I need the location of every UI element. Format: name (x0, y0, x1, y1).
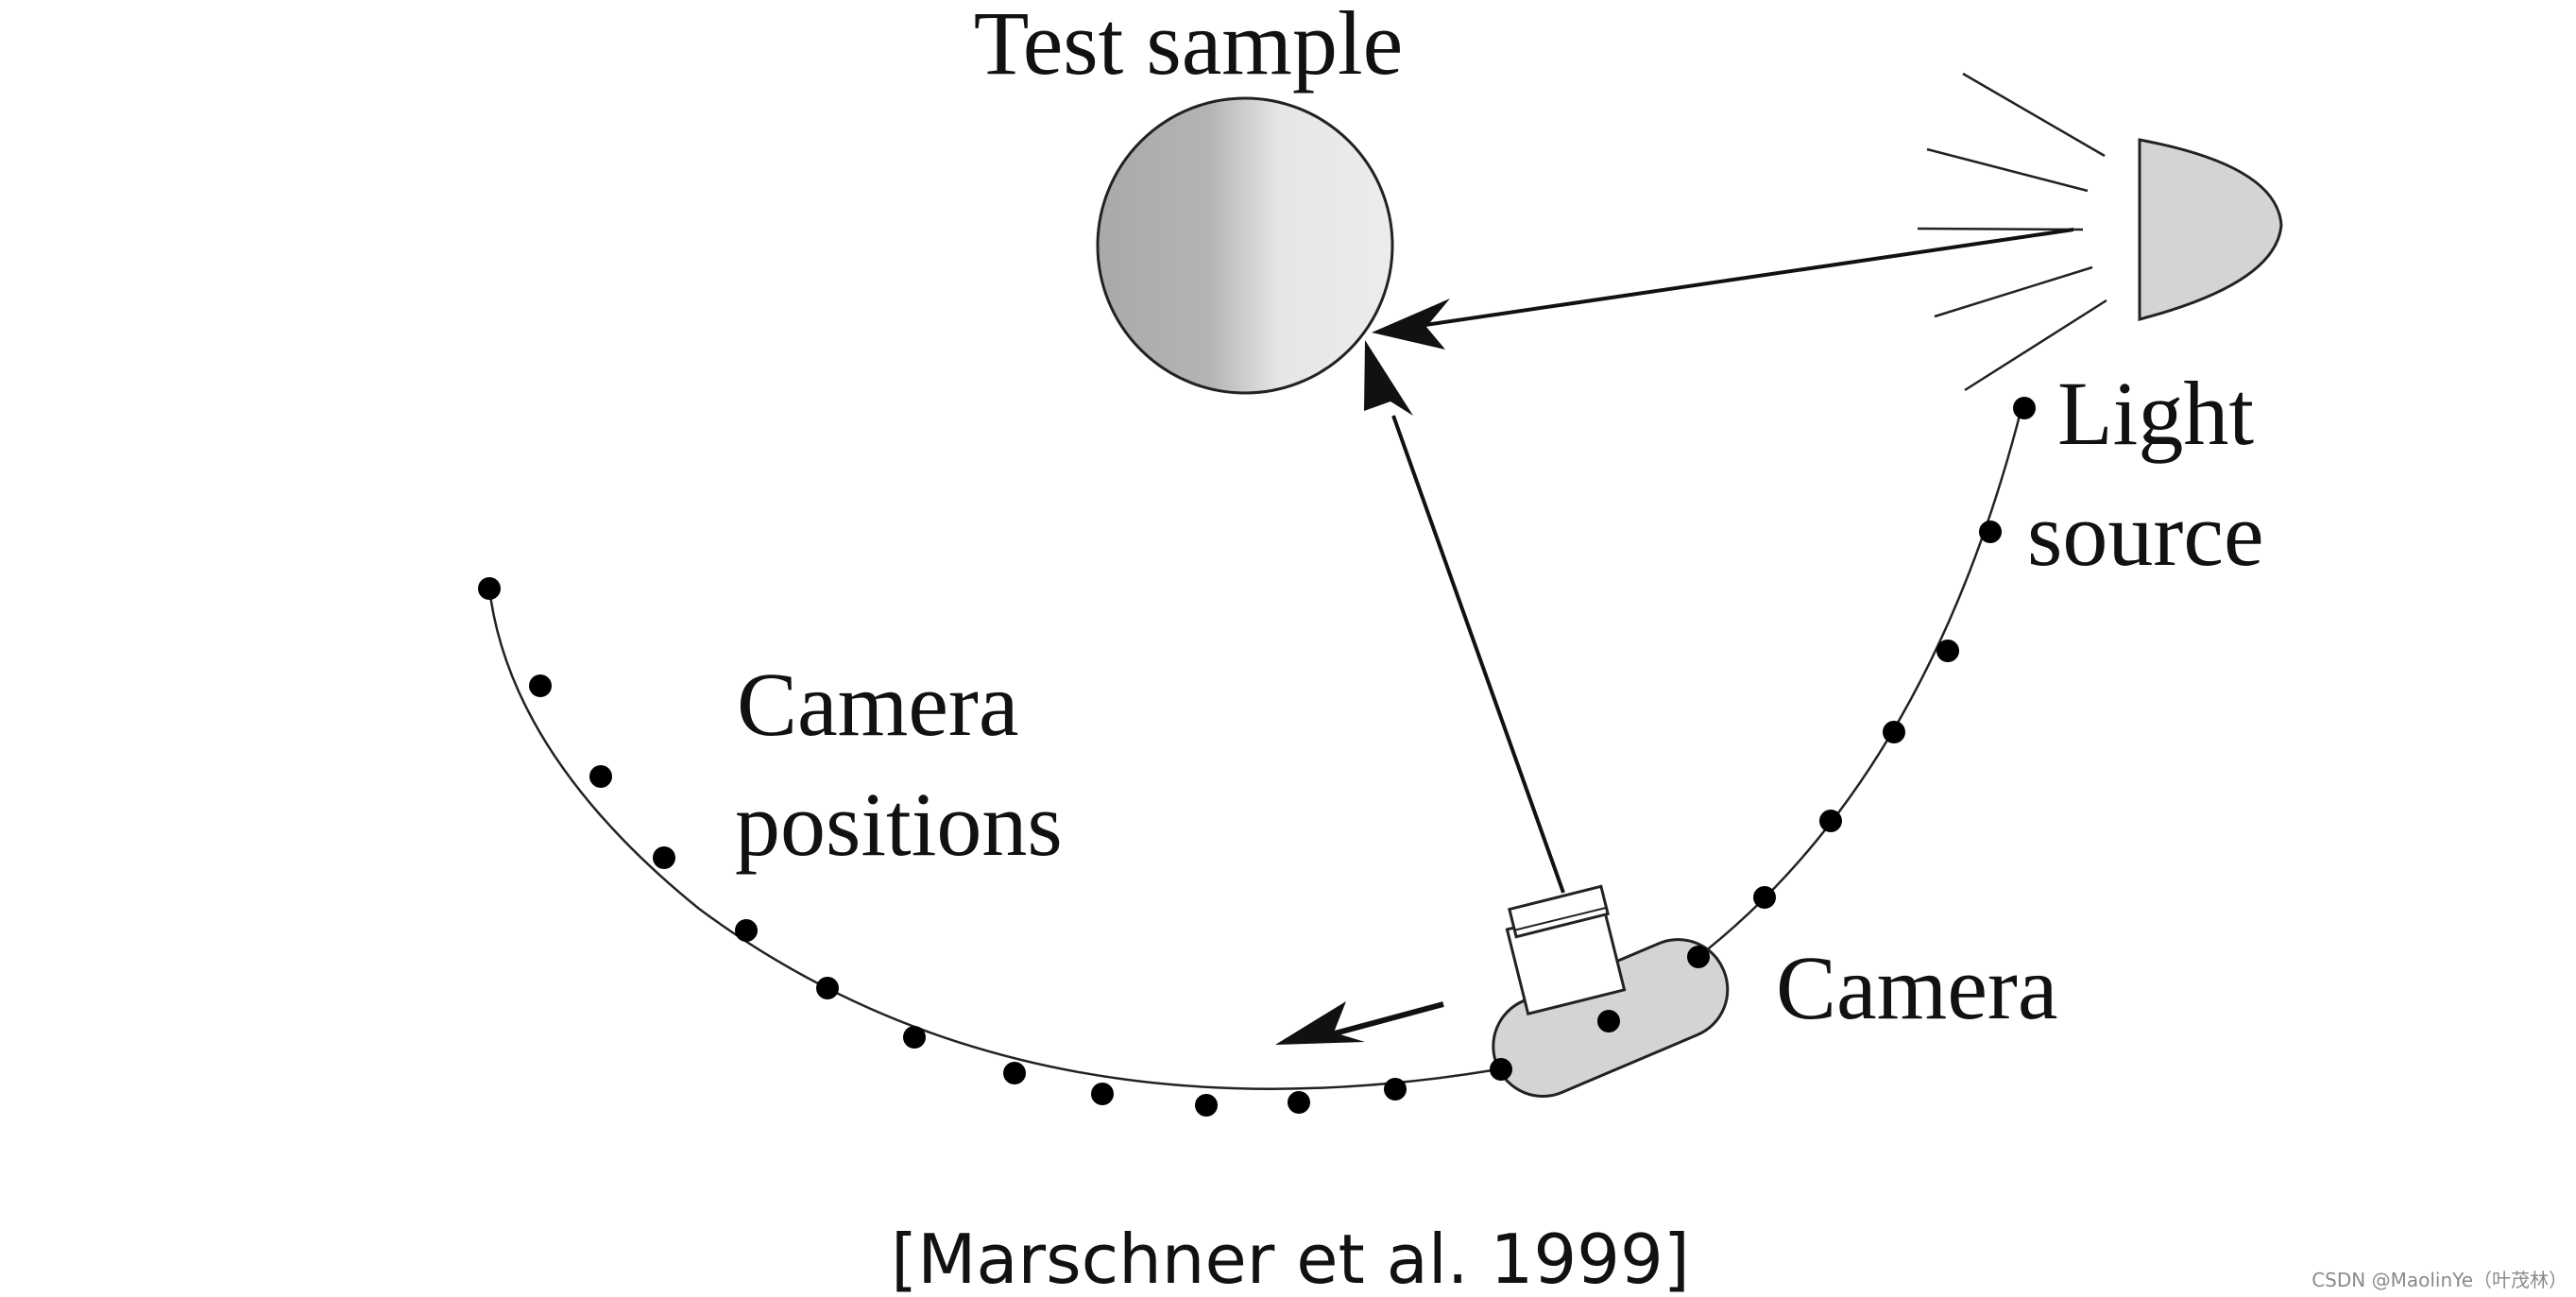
camera-position-dot (1003, 1062, 1026, 1084)
camera-lens-ring-line (1512, 907, 1607, 931)
camera-path-arc (487, 407, 2023, 1090)
camera-position-dot (1384, 1078, 1407, 1101)
camera-position-dots (478, 397, 2036, 1117)
camera-position-dot (589, 765, 612, 788)
light-ray (1964, 299, 2107, 392)
camera-device (1492, 884, 1730, 1098)
test-sample-label: Test sample (974, 0, 1404, 94)
camera-position-dot (735, 919, 758, 942)
camera-position-dot (903, 1026, 926, 1049)
camera-position-dot (1490, 1058, 1512, 1081)
camera-positions-label-line2: positions (735, 774, 1063, 875)
incident-light-arrow (1411, 228, 2074, 329)
camera-position-dot (1819, 810, 1842, 832)
camera-position-dot (478, 577, 501, 600)
camera-position-dot (653, 846, 675, 869)
camera-label: Camera (1776, 937, 2058, 1038)
test-sample-sphere (1096, 96, 1394, 395)
camera-current-position-dot (1597, 1010, 1620, 1032)
camera-position-dot (1288, 1091, 1310, 1114)
light-source-label-line1: Light (2057, 363, 2254, 464)
watermark: CSDN @MaolinYe（叶茂林） (2312, 1269, 2567, 1291)
incident-arrowhead (1372, 299, 1450, 350)
camera-position-dot (1195, 1094, 1218, 1117)
camera-position-dot (2013, 397, 2036, 419)
light-source-lamp (2138, 138, 2283, 321)
camera-position-dot (1753, 886, 1776, 909)
camera-position-dot (1091, 1083, 1114, 1105)
citation: [Marschner et al. 1999] (891, 1220, 1690, 1297)
light-ray (1917, 227, 2084, 231)
camera-position-dot (529, 674, 552, 697)
camera-position-dot (1883, 721, 1905, 743)
camera-view-arrow (1391, 415, 1565, 894)
camera-position-dot (1979, 521, 2002, 543)
camera-position-dot (1687, 946, 1710, 968)
motion-arrowhead (1275, 1001, 1365, 1045)
camera-position-dot (816, 977, 839, 999)
camera-positions-label-line1: Camera (737, 654, 1019, 755)
light-ray (1926, 147, 2089, 193)
camera-motion-arrow (1320, 1001, 1444, 1040)
view-arrowhead (1364, 340, 1413, 416)
camera-lens-ring (1508, 884, 1610, 939)
light-ray (1962, 72, 2106, 158)
light-source-label-line2: source (2027, 484, 2264, 585)
light-ray (1934, 265, 2093, 318)
light-rays (1917, 72, 2107, 392)
camera-position-dot (1936, 640, 1959, 662)
